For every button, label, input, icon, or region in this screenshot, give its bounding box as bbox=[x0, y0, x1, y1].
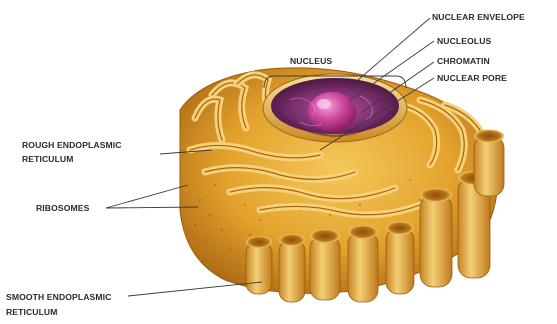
smooth-er-tube bbox=[420, 188, 452, 287]
leader-smooth-er bbox=[128, 282, 262, 296]
smooth-er-tube bbox=[348, 225, 378, 302]
nucleolus bbox=[308, 92, 356, 132]
smooth-er-tube bbox=[386, 222, 414, 295]
label-nuclear-pore: NUCLEAR PORE bbox=[437, 73, 507, 83]
label-smooth-er-line2: RETICULUM bbox=[6, 307, 58, 317]
label-rough-er-line2: RETICULUM bbox=[22, 154, 74, 164]
label-nucleolus: NUCLEOLUS bbox=[437, 36, 492, 46]
label-smooth-er-line1: SMOOTH ENDOPLASMIC bbox=[6, 292, 111, 302]
nucleus bbox=[263, 74, 407, 142]
smooth-er-tube bbox=[474, 130, 504, 197]
label-nucleus: NUCLEUS bbox=[290, 56, 332, 66]
leader-ribosomes-a bbox=[106, 185, 188, 208]
leader-nuclear-envelope bbox=[358, 18, 430, 80]
smooth-er-tube bbox=[279, 234, 305, 302]
label-chromatin: CHROMATIN bbox=[437, 56, 490, 66]
label-rough-er-line1: ROUGH ENDOPLASMIC bbox=[22, 140, 122, 150]
smooth-er-tube bbox=[246, 236, 272, 294]
smooth-er-tube bbox=[310, 229, 340, 300]
label-nuclear-envelope: NUCLEAR ENVELOPE bbox=[432, 12, 525, 22]
label-ribosomes: RIBOSOMES bbox=[36, 203, 90, 213]
